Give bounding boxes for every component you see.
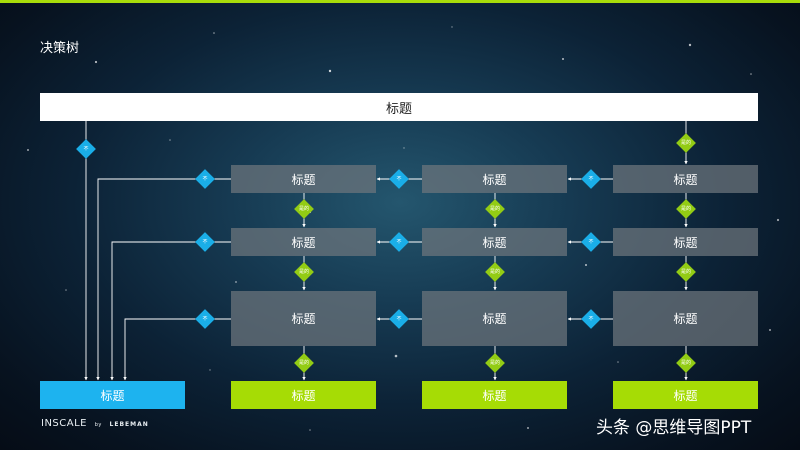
yes-label: 是的 bbox=[489, 206, 500, 212]
no-label: 不 bbox=[83, 146, 89, 152]
output-box-c1: 标题 bbox=[231, 381, 376, 409]
output-label: 标题 bbox=[673, 388, 698, 403]
decision-box-r3-c1: 标题 bbox=[231, 291, 376, 346]
box-label: 标题 bbox=[482, 235, 507, 250]
decision-box-r1-c3: 标题 bbox=[613, 165, 758, 193]
yes-label: 是的 bbox=[298, 269, 309, 275]
output-box-left: 标题 bbox=[40, 381, 185, 409]
box-label: 标题 bbox=[673, 172, 698, 187]
decision-box-r1-c1: 标题 bbox=[231, 165, 376, 193]
header-label: 标题 bbox=[385, 101, 412, 117]
yes-label: 是的 bbox=[680, 269, 691, 275]
slide-title: 决策树 bbox=[40, 41, 80, 56]
yes-label: 是的 bbox=[489, 269, 500, 275]
decision-box-r3-c2: 标题 bbox=[422, 291, 567, 346]
no-label: 不 bbox=[202, 176, 208, 182]
brand-name: INSCALE bbox=[41, 418, 87, 429]
watermark-text: 头条 @思维导图PPT bbox=[596, 418, 752, 438]
brand-partner: LEBEMAN bbox=[109, 421, 149, 428]
no-label: 不 bbox=[588, 316, 594, 322]
no-label: 不 bbox=[396, 176, 402, 182]
decision-box-r1-c2: 标题 bbox=[422, 165, 567, 193]
brand-logo: INSCALE by LEBEMAN bbox=[41, 418, 149, 429]
yes-label: 是的 bbox=[680, 360, 691, 366]
yes-label: 是的 bbox=[298, 206, 309, 212]
box-label: 标题 bbox=[673, 312, 698, 326]
no-label: 不 bbox=[202, 239, 208, 245]
yes-label: 是的 bbox=[298, 360, 309, 366]
box-label: 标题 bbox=[291, 172, 316, 187]
decision-box-r3-c3: 标题 bbox=[613, 291, 758, 346]
box-label: 标题 bbox=[291, 312, 316, 326]
no-label: 不 bbox=[202, 316, 208, 322]
output-box-c3: 标题 bbox=[613, 381, 758, 409]
box-label: 标题 bbox=[482, 172, 507, 187]
box-label: 标题 bbox=[482, 312, 507, 326]
output-label: 标题 bbox=[291, 388, 316, 403]
top-accent-line bbox=[0, 0, 800, 3]
box-label: 标题 bbox=[291, 235, 316, 250]
decision-box-r2-c1: 标题 bbox=[231, 228, 376, 256]
no-label: 不 bbox=[588, 176, 594, 182]
decision-box-r2-c3: 标题 bbox=[613, 228, 758, 256]
no-label: 不 bbox=[588, 239, 594, 245]
decision-box-r2-c2: 标题 bbox=[422, 228, 567, 256]
header-bar: 标题 bbox=[40, 93, 758, 121]
yes-label: 是的 bbox=[489, 360, 500, 366]
box-label: 标题 bbox=[673, 235, 698, 250]
yes-label: 是的 bbox=[680, 140, 691, 146]
output-label: 标题 bbox=[482, 388, 507, 403]
output-box-c2: 标题 bbox=[422, 381, 567, 409]
no-label: 不 bbox=[396, 316, 402, 322]
output-label: 标题 bbox=[100, 388, 125, 403]
yes-label: 是的 bbox=[680, 206, 691, 212]
brand-by: by bbox=[94, 422, 102, 428]
no-label: 不 bbox=[396, 239, 402, 245]
